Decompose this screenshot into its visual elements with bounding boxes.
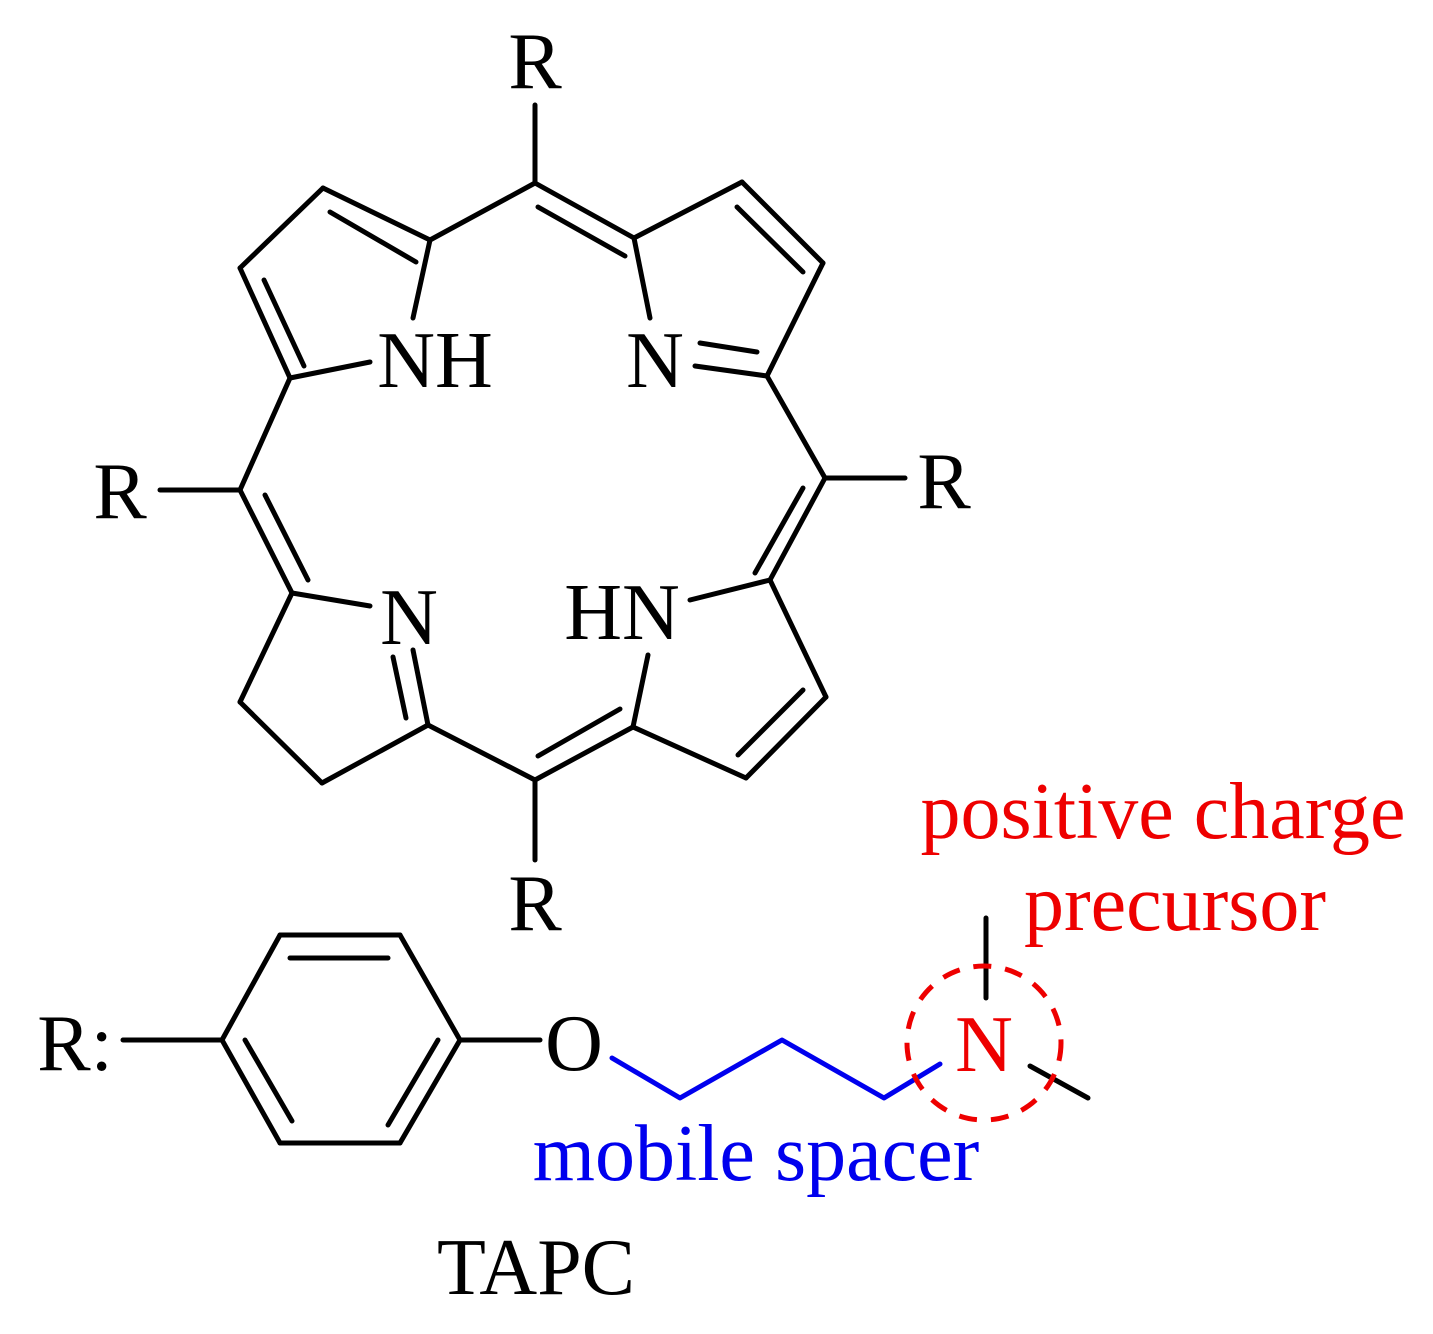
amine-nitrogen-label: N bbox=[955, 1001, 1013, 1089]
bond-lr-beta-beta-inner bbox=[735, 687, 806, 758]
bond-top-meso-right bbox=[532, 180, 637, 241]
bond-ul-alpha2-n bbox=[287, 359, 373, 381]
bond-ll-alpha-beta bbox=[237, 590, 295, 705]
bond-right-meso-up bbox=[764, 373, 828, 481]
bond-ul-alpha-n bbox=[410, 237, 433, 321]
bond-ll-n-alpha2-inner bbox=[390, 654, 409, 721]
bond-bottom-meso-left bbox=[425, 722, 538, 783]
compound-name-caption: TAPC bbox=[437, 1224, 635, 1312]
positive-charge-annotation-line2: precursor bbox=[1024, 860, 1326, 948]
bond-top-meso-right-inner bbox=[535, 204, 628, 259]
bond-ul-alpha-beta-inner bbox=[327, 209, 419, 265]
bond-top-meso-left bbox=[427, 180, 538, 243]
bond-ring-3 bbox=[397, 932, 463, 1043]
bond-ul-beta-alpha-inner bbox=[261, 277, 307, 369]
bond-right-meso-down-inner bbox=[752, 485, 806, 576]
bond-left-meso-down bbox=[237, 487, 295, 596]
bond-ring-6 bbox=[219, 1037, 283, 1146]
bond-ur-n-alpha2-inner bbox=[697, 340, 760, 355]
bond-ring-1 bbox=[219, 932, 283, 1043]
mobile-spacer-annotation: mobile spacer bbox=[533, 1110, 979, 1198]
positive-charge-annotation-line1: positive charge bbox=[920, 768, 1405, 856]
propyl-spacer-chain bbox=[609, 1037, 943, 1101]
bond-lr-beta-beta bbox=[743, 694, 829, 781]
bond-ll-beta-beta bbox=[237, 699, 325, 786]
phenyl-ring-bonds bbox=[120, 932, 543, 1146]
r-top-label: R bbox=[508, 18, 562, 106]
bond-ur-beta-alpha bbox=[764, 260, 826, 379]
n-upper-right-label: N bbox=[626, 317, 684, 405]
bond-ring-4 bbox=[397, 1037, 463, 1146]
charge-site-dashed-circle bbox=[904, 963, 1064, 1123]
bond-ul-beta-beta bbox=[237, 185, 326, 271]
bond-ul-alpha-beta bbox=[320, 185, 433, 243]
hn-lower-right-label: HN bbox=[564, 569, 680, 657]
r-right-label: R bbox=[917, 438, 971, 526]
n-lower-left-label: N bbox=[380, 574, 438, 662]
bond-ll-alpha-n bbox=[289, 590, 373, 609]
bond-ur-n-alpha2 bbox=[692, 363, 770, 379]
bond-left-meso-down-inner bbox=[262, 492, 311, 583]
bond-ur-beta-beta bbox=[739, 179, 826, 266]
bond-left-meso-up bbox=[237, 375, 293, 493]
bond-lr-alpha-beta bbox=[767, 577, 829, 700]
macrocycle-bonds bbox=[157, 102, 908, 863]
r-left-label: R bbox=[93, 448, 147, 536]
bond-lr-n-alpha bbox=[687, 577, 773, 603]
oxygen-label: O bbox=[545, 1000, 603, 1088]
bond-ur-beta-beta-inner bbox=[734, 204, 806, 275]
bond-bottom-meso-right bbox=[532, 724, 636, 783]
bond-bottom-meso-right-inner bbox=[535, 706, 623, 759]
bond-ll-n-alpha2 bbox=[410, 647, 431, 728]
bond-ring-4-inner bbox=[385, 1037, 441, 1128]
bond-n-methyl-right bbox=[1027, 1063, 1091, 1101]
r-bottom-label: R bbox=[508, 860, 562, 948]
nh-upper-left-label: NH bbox=[377, 317, 493, 405]
bond-ur-alpha-n bbox=[631, 235, 653, 321]
bond-ul-beta-alpha bbox=[237, 265, 293, 381]
bond-lr-n-alpha2 bbox=[630, 652, 651, 730]
bond-ring-6-inner bbox=[242, 1037, 295, 1124]
bond-lr-beta-alpha bbox=[630, 724, 749, 781]
bond-ur-alpha-beta bbox=[631, 179, 745, 241]
bond-right-meso-down bbox=[767, 475, 828, 583]
bond-ll-beta-alpha bbox=[319, 722, 431, 786]
r-definition-label: R: bbox=[37, 1000, 113, 1088]
dimethylamino-bonds bbox=[983, 915, 1091, 1101]
